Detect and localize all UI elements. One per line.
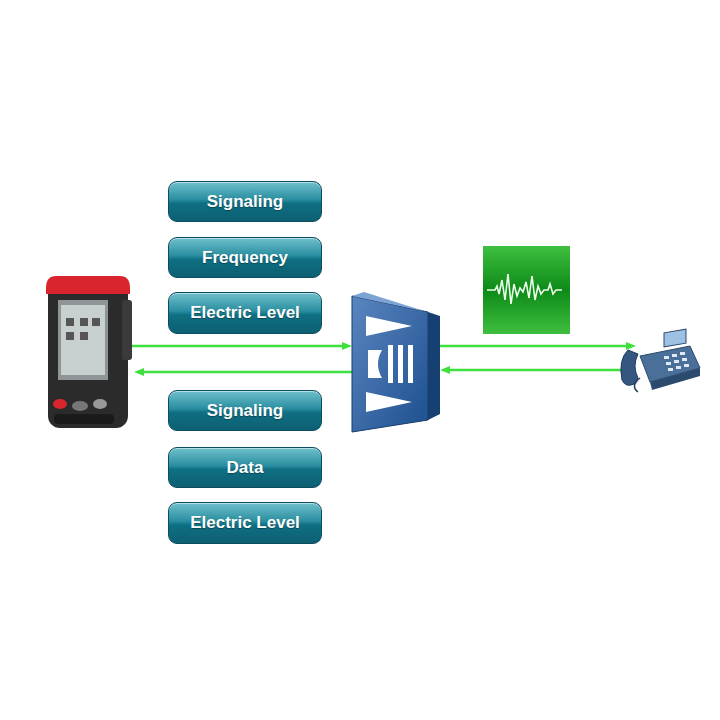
signal-button: Frequency bbox=[168, 237, 322, 278]
switch-icon bbox=[352, 292, 440, 432]
button-label: Electric Level bbox=[190, 513, 300, 533]
signal-button: Electric Level bbox=[168, 292, 322, 334]
signal-button: Data bbox=[168, 447, 322, 488]
button-label: Signaling bbox=[207, 192, 284, 212]
button-label: Data bbox=[227, 458, 264, 478]
button-label: Signaling bbox=[207, 401, 284, 421]
signal-button: Signaling bbox=[168, 181, 322, 222]
signal-button: Electric Level bbox=[168, 502, 322, 544]
waveform-icon bbox=[483, 246, 570, 334]
button-label: Electric Level bbox=[190, 303, 300, 323]
signal-button: Signaling bbox=[168, 390, 322, 431]
telephone-icon bbox=[621, 329, 700, 392]
button-label: Frequency bbox=[202, 248, 288, 268]
tester-device bbox=[46, 276, 132, 428]
